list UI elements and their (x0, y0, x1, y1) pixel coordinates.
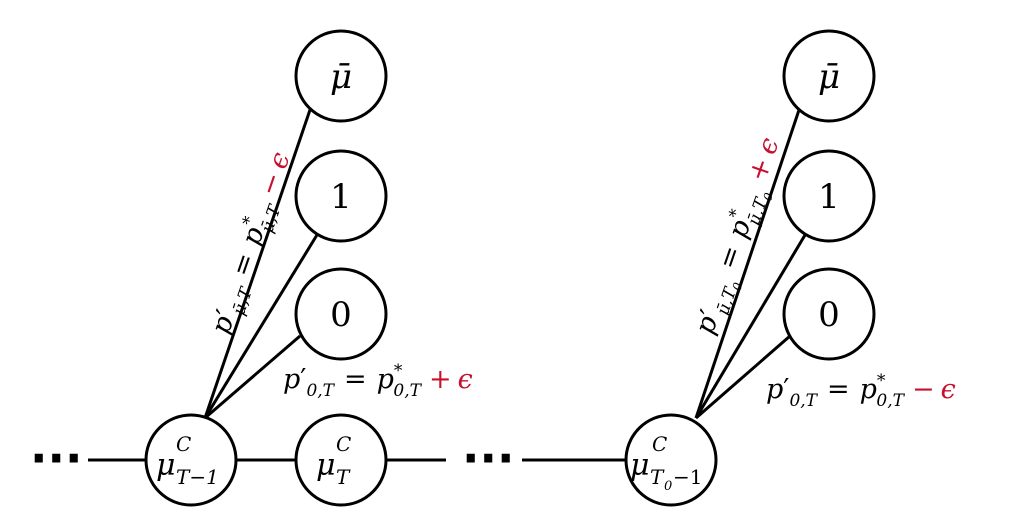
ellipsis-middle: ··· (462, 431, 514, 485)
leaf-label: μ̄ (818, 57, 840, 97)
leaf-right-zero: 0 (782, 267, 876, 361)
node-sub: T (650, 465, 665, 489)
leaf-right-mubar: μ̄ (782, 29, 876, 123)
leaf-label: 0 (818, 295, 840, 335)
node-sup: C (652, 432, 667, 456)
node-mu-c-t0-minus-1: μ C T 0 −1 (624, 413, 718, 507)
leaf-label: 0 (330, 295, 352, 335)
node-sub: T (336, 465, 351, 489)
leaf-left-mubar: μ̄ (294, 29, 388, 123)
node-tail: −1 (673, 465, 702, 489)
node-sup: C (336, 432, 351, 456)
edge-label-right-bottom: p′0,T=p*0,T−ϵ (766, 371, 956, 411)
node-base: μ (630, 448, 650, 483)
leaf-right-one: 1 (782, 149, 876, 243)
ellipsis-left: ··· (30, 431, 82, 485)
branch-edge-left-mubar (203, 103, 314, 419)
branch-edge-right-one (694, 229, 810, 419)
node-sup: C (176, 432, 191, 456)
leaf-left-zero: 0 (294, 267, 388, 361)
node-subsub: 0 (664, 479, 672, 494)
edge-label-right-top: p′μ̄,T0=p*μ̄,T0+ϵ (686, 133, 793, 341)
leaf-label: μ̄ (330, 57, 352, 97)
branch-edge-right-mubar (694, 103, 803, 419)
edge-label-left-bottom: p′0,T=p*0,T+ϵ (283, 361, 473, 401)
leaf-left-one: 1 (294, 149, 388, 243)
leaf-label: 1 (818, 177, 840, 217)
node-base: μ (316, 448, 336, 483)
node-sub: T−1 (176, 465, 219, 489)
node-base: μ (156, 448, 176, 483)
branch-edge-left-zero (204, 334, 301, 420)
node-mu-c-t: μ C T (294, 413, 388, 507)
node-mu-c-t-minus-1: μ C T−1 (144, 413, 238, 507)
branch-edge-right-zero (695, 334, 791, 420)
svg-text:p′μ̄,T0=p*μ̄,T0+ϵ: p′μ̄,T0=p*μ̄,T0+ϵ (686, 133, 793, 341)
leaf-label: 1 (330, 177, 352, 217)
branch-edge-left-one (203, 229, 322, 419)
